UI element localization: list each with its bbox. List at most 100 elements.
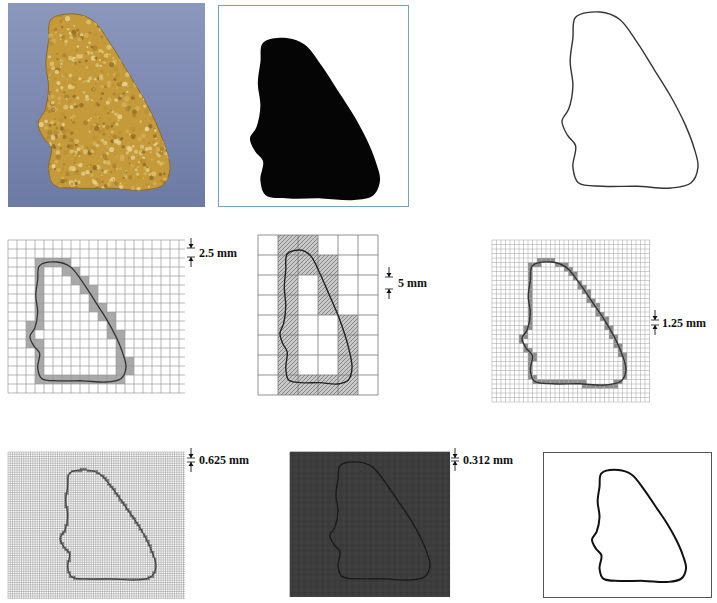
texture-spot xyxy=(157,28,160,31)
texture-spot xyxy=(101,175,102,176)
texture-spot xyxy=(81,172,85,176)
texture-spot xyxy=(47,100,48,101)
texture-spot xyxy=(66,89,68,91)
texture-spot xyxy=(72,121,75,124)
texture-spot xyxy=(111,131,114,134)
texture-spot xyxy=(48,103,50,105)
texture-spot xyxy=(58,13,62,17)
grid-line xyxy=(290,490,450,491)
texture-spot xyxy=(76,29,79,32)
grid-line xyxy=(8,267,185,268)
texture-spot xyxy=(51,108,56,113)
grid-line xyxy=(170,240,171,393)
grid-line xyxy=(23,452,24,599)
texture-spot xyxy=(150,105,153,108)
texture-spot xyxy=(110,27,113,30)
texture-spot xyxy=(112,92,115,95)
grid-line xyxy=(50,452,51,599)
grid-line xyxy=(59,452,60,599)
texture-spot xyxy=(107,74,108,75)
texture-spot xyxy=(42,72,47,77)
grid-line xyxy=(258,375,378,376)
grid-line xyxy=(8,510,185,511)
boundary-cell xyxy=(116,330,125,339)
texture-spot xyxy=(114,98,118,102)
boundary-cell xyxy=(278,275,298,295)
texture-spot xyxy=(63,163,66,166)
boundary-cell xyxy=(318,295,338,315)
texture-spot xyxy=(133,74,135,76)
grid-line xyxy=(8,528,185,529)
texture-spot xyxy=(164,99,169,104)
texture-spot xyxy=(132,113,136,117)
texture-spot xyxy=(121,15,125,19)
grid-line xyxy=(8,546,185,547)
grid-line xyxy=(290,468,450,469)
texture-spot xyxy=(112,19,117,24)
texture-spot xyxy=(107,98,111,102)
texture-spot xyxy=(71,82,74,85)
grid-line xyxy=(492,258,650,259)
texture-spot xyxy=(167,32,169,34)
texture-spot xyxy=(164,124,165,125)
grid-line xyxy=(152,240,153,393)
texture-spot xyxy=(47,130,52,135)
texture-spot xyxy=(113,73,116,76)
grain-outline xyxy=(280,250,352,384)
texture-spot xyxy=(104,85,107,88)
grid-line xyxy=(258,395,378,396)
grid-line xyxy=(37,452,38,599)
boundary-cell xyxy=(26,321,35,330)
hatched-cell xyxy=(278,295,298,315)
texture-spot xyxy=(86,46,88,48)
texture-spot xyxy=(122,20,127,25)
grid-line xyxy=(290,471,450,472)
grid-line xyxy=(258,255,378,256)
texture-spot xyxy=(167,79,169,81)
grid-line xyxy=(98,452,99,599)
texture-spot xyxy=(45,92,50,97)
boundary-cell xyxy=(35,276,44,285)
grid-line xyxy=(107,452,108,599)
grid-line xyxy=(290,486,450,487)
texture-spot xyxy=(95,114,96,115)
texture-spot xyxy=(129,47,134,52)
texture-spot xyxy=(87,147,88,148)
texture-spot xyxy=(56,108,58,110)
texture-spot xyxy=(84,33,89,38)
grid-background xyxy=(8,240,185,393)
texture-spot xyxy=(78,77,81,80)
texture-spot xyxy=(110,17,112,19)
texture-spot xyxy=(115,45,119,49)
texture-spot xyxy=(121,145,125,149)
grid-line xyxy=(290,477,450,478)
grid-line xyxy=(57,452,58,599)
grid-line xyxy=(44,452,45,599)
hatched-cell xyxy=(278,235,298,255)
texture-spot xyxy=(163,173,166,176)
texture-spot xyxy=(70,116,74,120)
texture-spot xyxy=(140,88,141,89)
grid-line xyxy=(21,452,22,599)
texture-spot xyxy=(90,124,94,128)
texture-spot xyxy=(119,57,124,62)
grid-line xyxy=(492,303,650,304)
texture-spot xyxy=(143,105,146,108)
texture-spot xyxy=(139,19,141,21)
texture-spot xyxy=(115,122,118,125)
grid-line xyxy=(80,240,81,393)
texture-spot xyxy=(111,110,114,113)
grid-1-25 xyxy=(492,240,650,402)
grid-line xyxy=(492,379,650,380)
texture-spot xyxy=(108,35,109,36)
texture-spot xyxy=(123,177,125,179)
texture-spot xyxy=(137,14,141,18)
texture-spot xyxy=(104,184,108,188)
grid-line xyxy=(8,456,185,457)
texture-spot xyxy=(126,189,127,190)
texture-spot xyxy=(148,142,150,144)
texture-spot xyxy=(36,88,41,93)
grid-line xyxy=(8,492,185,493)
grid-line xyxy=(26,452,27,599)
